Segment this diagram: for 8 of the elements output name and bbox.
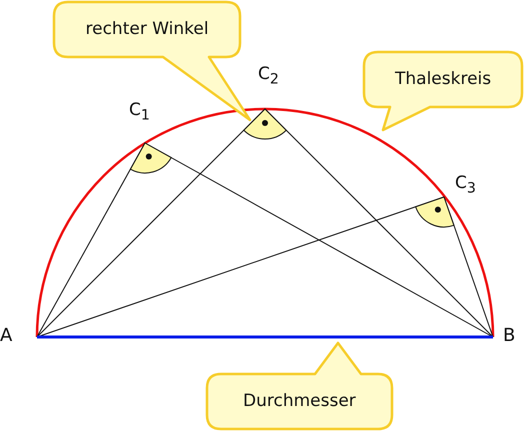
point-label: B <box>503 327 516 345</box>
callout-text: Thaleskreis <box>395 71 492 88</box>
callout-text: rechter Winkel <box>86 21 209 38</box>
point-label: C$_{1}$ <box>129 102 150 123</box>
point-label: C$_{3}$ <box>455 175 476 196</box>
point-label: A <box>0 327 12 345</box>
callout-text: Durchmesser <box>243 393 356 410</box>
point-label: C$_{2}$ <box>258 66 279 87</box>
